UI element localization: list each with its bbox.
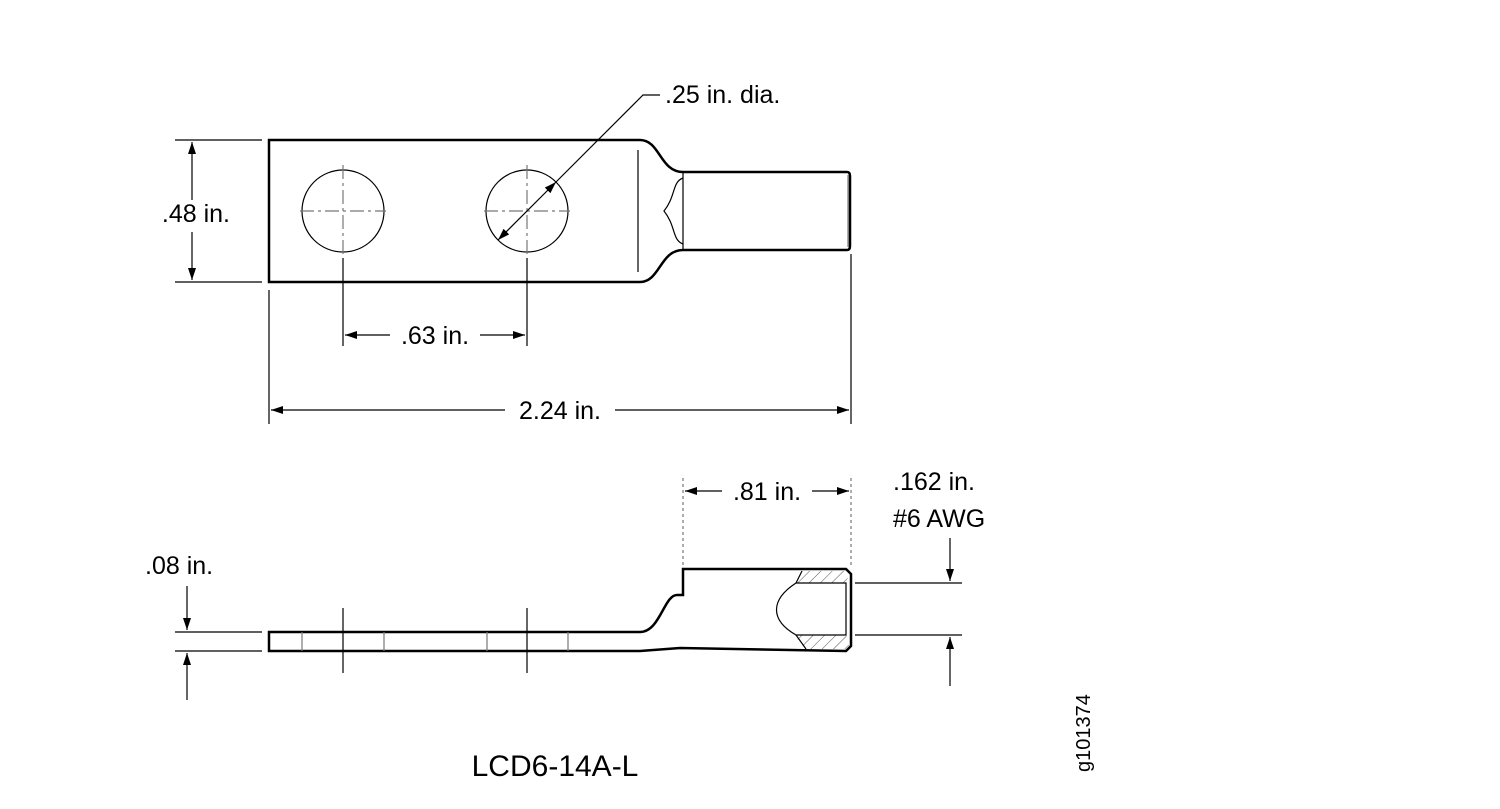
hole-spacing-label: .63 in.: [401, 322, 469, 350]
side-dimensions: .81 in. .162 in. #6 AWG .08 in.: [145, 468, 985, 700]
side-view: [267, 567, 853, 673]
thickness-label: .08 in.: [145, 552, 213, 580]
wire-gauge-label: #6 AWG: [893, 505, 985, 533]
lug-outline-side: [267, 567, 853, 653]
barrel-id-label: .162 in.: [893, 468, 975, 496]
hole-diameter-label: .25 in. dia.: [665, 81, 780, 109]
top-dimensions: .48 in. .63 in. 2.24 in. .25 in. dia.: [162, 81, 852, 425]
figure-id: g101374: [1073, 694, 1095, 772]
width-label: .48 in.: [162, 200, 230, 228]
barrel-length-label: .81 in.: [733, 478, 801, 506]
part-number: LCD6-14A-L: [472, 750, 639, 783]
top-view: [267, 138, 852, 284]
length-label: 2.24 in.: [519, 397, 601, 425]
lug-outline-top: [267, 138, 852, 284]
